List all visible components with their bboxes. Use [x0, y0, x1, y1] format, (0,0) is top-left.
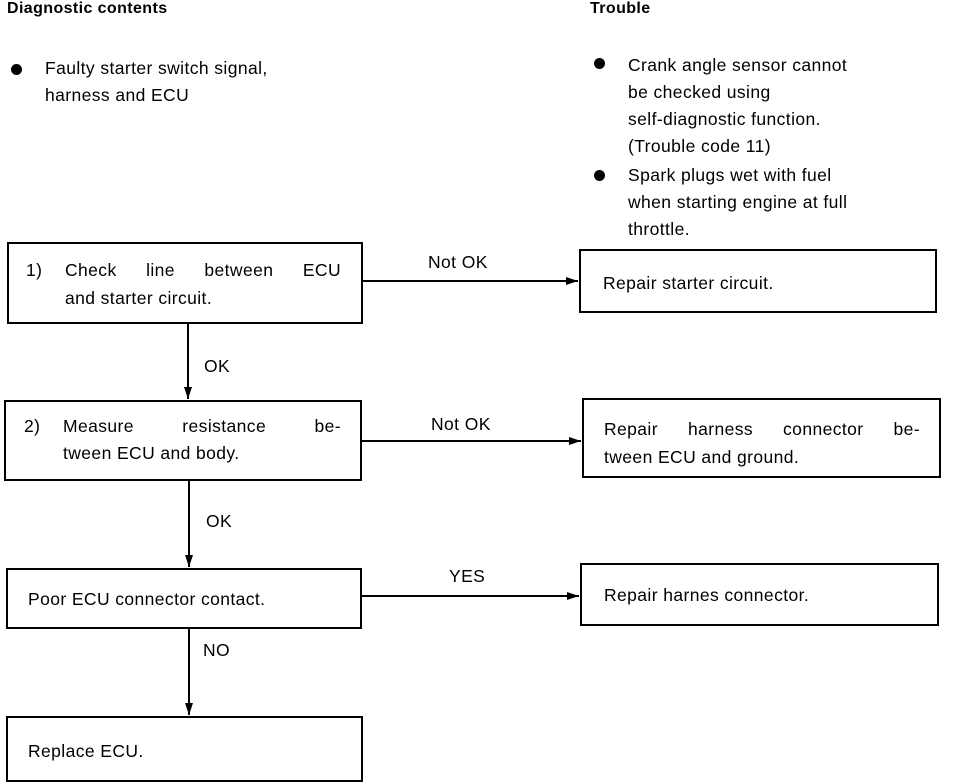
bullet-icon — [594, 58, 605, 69]
diagnostic-item-line: harness and ECU — [45, 85, 190, 105]
trouble-item: Crank angle sensor cannot be checked usi… — [628, 52, 847, 160]
step-text: Replace ECU. — [28, 741, 144, 761]
trouble-item-line: throttle. — [628, 219, 690, 239]
diagnostic-item: Faulty starter switch signal, harness an… — [45, 55, 268, 109]
trouble-item-line: when starting engine at full — [628, 192, 848, 212]
repair-text: Repair harnes connector. — [604, 585, 810, 605]
trouble-item-line: Spark plugs wet with fuel — [628, 165, 832, 185]
step1-box: 1) Check line between ECU and starter ci… — [7, 242, 363, 324]
diagnostic-contents-header: Diagnostic contents — [7, 0, 168, 17]
step3-box: Poor ECU connector contact. — [6, 568, 362, 629]
step2-box: 2) Measure resistance be- tween ECU and … — [4, 400, 362, 481]
edge-label: Not OK — [431, 414, 491, 434]
edge-label: OK — [206, 511, 233, 531]
step-number: 1) — [26, 260, 43, 280]
step-text: and starter circuit. — [65, 288, 213, 308]
diagnostic-item-line: Faulty starter switch signal, — [45, 58, 268, 78]
repair3-box: Repair harnes connector. — [580, 563, 939, 626]
repair-text: Repair starter circuit. — [603, 273, 774, 293]
step-text: tween ECU and body. — [63, 443, 240, 463]
step-text: Measure resistance be- — [63, 416, 341, 436]
trouble-item-line: self-diagnostic function. — [628, 109, 821, 129]
bullet-icon — [11, 64, 22, 75]
edge-label: NO — [203, 640, 231, 660]
edge-label: OK — [204, 356, 231, 376]
repair2-box: Repair harness connector be- tween ECU a… — [582, 398, 941, 478]
trouble-item-line: Crank angle sensor cannot — [628, 55, 848, 75]
step4-box: Replace ECU. — [6, 716, 363, 782]
bullet-icon — [594, 170, 605, 181]
repair-text: tween ECU and ground. — [604, 447, 800, 467]
repair1-box: Repair starter circuit. — [579, 249, 937, 313]
step-text: Check line between ECU — [65, 260, 341, 280]
trouble-item-line: (Trouble code 11) — [628, 136, 771, 156]
trouble-item-line: be checked using — [628, 82, 771, 102]
edge-label: Not OK — [428, 252, 488, 272]
trouble-item: Spark plugs wet with fuel when starting … — [628, 162, 847, 243]
step-text: Poor ECU connector contact. — [28, 589, 266, 609]
trouble-header: Trouble — [590, 0, 651, 17]
step-number: 2) — [24, 416, 41, 436]
repair-text: Repair harness connector be- — [604, 419, 920, 439]
edge-label: YES — [449, 566, 486, 586]
